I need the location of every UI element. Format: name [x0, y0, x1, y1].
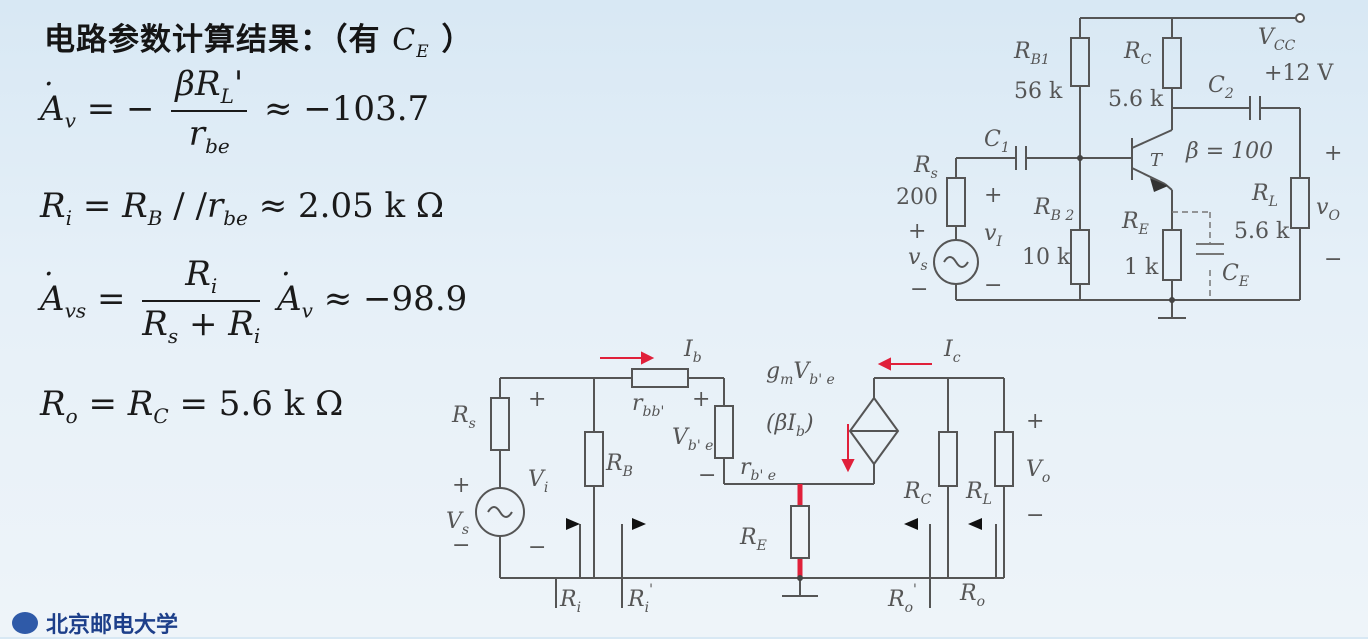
- svg-text:Rs: Rs: [913, 153, 938, 182]
- svg-text:Rs: Rs: [451, 403, 476, 432]
- current-dir-arrow-icon: [841, 459, 855, 473]
- svg-text:Vb' e: Vb' e: [672, 425, 713, 454]
- svg-text:Vi: Vi: [528, 467, 548, 496]
- rl-value: 5.6 k: [1234, 219, 1290, 244]
- svg-text:C1: C1: [984, 127, 1010, 156]
- svg-text:rbb': rbb': [632, 391, 664, 420]
- ri-prime-arrow-icon: [632, 518, 646, 530]
- svg-text:+: +: [908, 219, 926, 244]
- av-lhs: A: [40, 67, 65, 129]
- title-ce: CE: [392, 23, 430, 62]
- ic-arrow-icon: [877, 357, 891, 371]
- svg-text:Ib: Ib: [683, 337, 702, 366]
- av-eq-sign: = −: [86, 88, 155, 129]
- svg-text:RL: RL: [1251, 181, 1278, 210]
- svg-text:C2: C2: [1208, 73, 1234, 102]
- rb-small-resistor: [584, 431, 604, 487]
- equation-ri: Ri = RB / /rbe ≈ 2.05 k Ω: [40, 186, 445, 230]
- equation-avs: Avs = Ri Rs + Ri Av ≈ −98.9: [40, 254, 467, 348]
- ri-result: ≈ 2.05 k Ω: [258, 186, 445, 226]
- ib-arrow-icon: [641, 351, 655, 365]
- svg-text:−: −: [910, 277, 928, 302]
- rl-small-resistor: [994, 431, 1014, 487]
- svg-text:RE: RE: [1121, 209, 1149, 238]
- vs-source: [933, 239, 979, 285]
- rc-resistor: [1162, 37, 1182, 89]
- rs-small-resistor: [490, 397, 510, 451]
- svg-text:gmVb' e: gmVb' e: [766, 359, 835, 388]
- re-value: 1 k: [1124, 255, 1159, 280]
- emitter-arrow-icon: [1150, 178, 1168, 192]
- equation-av: Av = − βRL' rbe ≈ −103.7: [40, 64, 429, 158]
- equation-ro: Ro = RC = 5.6 k Ω: [40, 384, 344, 428]
- svg-text:+: +: [1026, 409, 1044, 434]
- svg-text:Ic: Ic: [943, 337, 961, 366]
- svg-text:−: −: [1324, 247, 1342, 272]
- rb1-label: RB1: [1013, 39, 1050, 68]
- svg-text:RB 2: RB 2: [1033, 195, 1074, 224]
- svg-text:Ro: Ro: [959, 581, 985, 610]
- svg-text:+: +: [452, 473, 470, 498]
- svg-text:−: −: [1026, 503, 1044, 528]
- svg-text:−: −: [698, 463, 716, 488]
- beta-label: β = 100: [1185, 139, 1273, 164]
- svg-text:RC: RC: [1123, 39, 1152, 68]
- av-fraction: βRL' rbe: [171, 64, 248, 158]
- rb1-value: 56 k: [1014, 79, 1063, 104]
- svg-text:+: +: [692, 387, 710, 412]
- svg-text:vO: vO: [1316, 195, 1340, 224]
- page-title: 电路参数计算结果：（有 CE ）: [44, 14, 473, 62]
- svg-text:−: −: [984, 273, 1002, 298]
- rbe-resistor: [714, 405, 734, 459]
- title-text: 电路参数计算结果：（有: [44, 22, 381, 58]
- rs-value: 200: [896, 185, 938, 210]
- svg-text:(βIb): (βIb): [766, 411, 814, 440]
- ri-arrow-icon: [566, 518, 580, 530]
- ro-arrow-icon: [968, 518, 982, 530]
- svg-text:rb' e: rb' e: [740, 455, 776, 484]
- rs-resistor: [946, 177, 966, 227]
- svg-text:RL: RL: [965, 479, 992, 508]
- svg-text:vI: vI: [984, 221, 1002, 250]
- svg-text:Ro': Ro': [887, 582, 917, 616]
- vcc-value: +12 V: [1264, 61, 1334, 86]
- svg-text:RE: RE: [739, 525, 767, 554]
- rc-small-resistor: [938, 431, 958, 487]
- rl-resistor: [1290, 177, 1310, 229]
- current-source: [848, 396, 900, 466]
- svg-text:+: +: [1324, 141, 1342, 166]
- title-close: ）: [441, 22, 474, 58]
- rb2-resistor: [1070, 229, 1090, 285]
- avs-fraction: Ri Rs + Ri: [142, 254, 261, 348]
- re-resistor: [1162, 229, 1182, 281]
- svg-text:VCC: VCC: [1258, 25, 1296, 54]
- university-emblem-icon: [12, 612, 38, 634]
- svg-text:Ri: Ri: [559, 587, 581, 616]
- svg-text:vs: vs: [908, 245, 928, 274]
- svg-text:−: −: [528, 535, 546, 560]
- university-name: 北京邮电大学: [46, 613, 179, 638]
- svg-text:CE: CE: [1222, 261, 1249, 290]
- ro-result: = 5.6 k Ω: [179, 384, 344, 424]
- vs-small-source: [475, 487, 525, 537]
- svg-text:T: T: [1150, 150, 1164, 171]
- svg-text:Vs: Vs: [446, 509, 469, 538]
- rbb-resistor: [631, 368, 689, 388]
- svg-text:+: +: [984, 183, 1002, 208]
- rb1-resistor: [1070, 37, 1090, 87]
- avs-result: ≈ −98.9: [323, 278, 468, 319]
- ro-prime-arrow-icon: [904, 518, 918, 530]
- rb2-value: 10 k: [1022, 245, 1071, 270]
- rc-value: 5.6 k: [1108, 87, 1164, 112]
- university-logo: 北京邮电大学: [12, 610, 179, 638]
- svg-text:Vo: Vo: [1026, 457, 1050, 486]
- svg-text:+: +: [528, 387, 546, 412]
- av-result: ≈ −103.7: [264, 88, 430, 129]
- svg-text:−: −: [452, 533, 470, 558]
- svg-text:RB: RB: [605, 451, 633, 480]
- svg-text:Ri': Ri': [627, 582, 653, 616]
- svg-text:RC: RC: [903, 479, 932, 508]
- re-red-branch: [790, 484, 810, 578]
